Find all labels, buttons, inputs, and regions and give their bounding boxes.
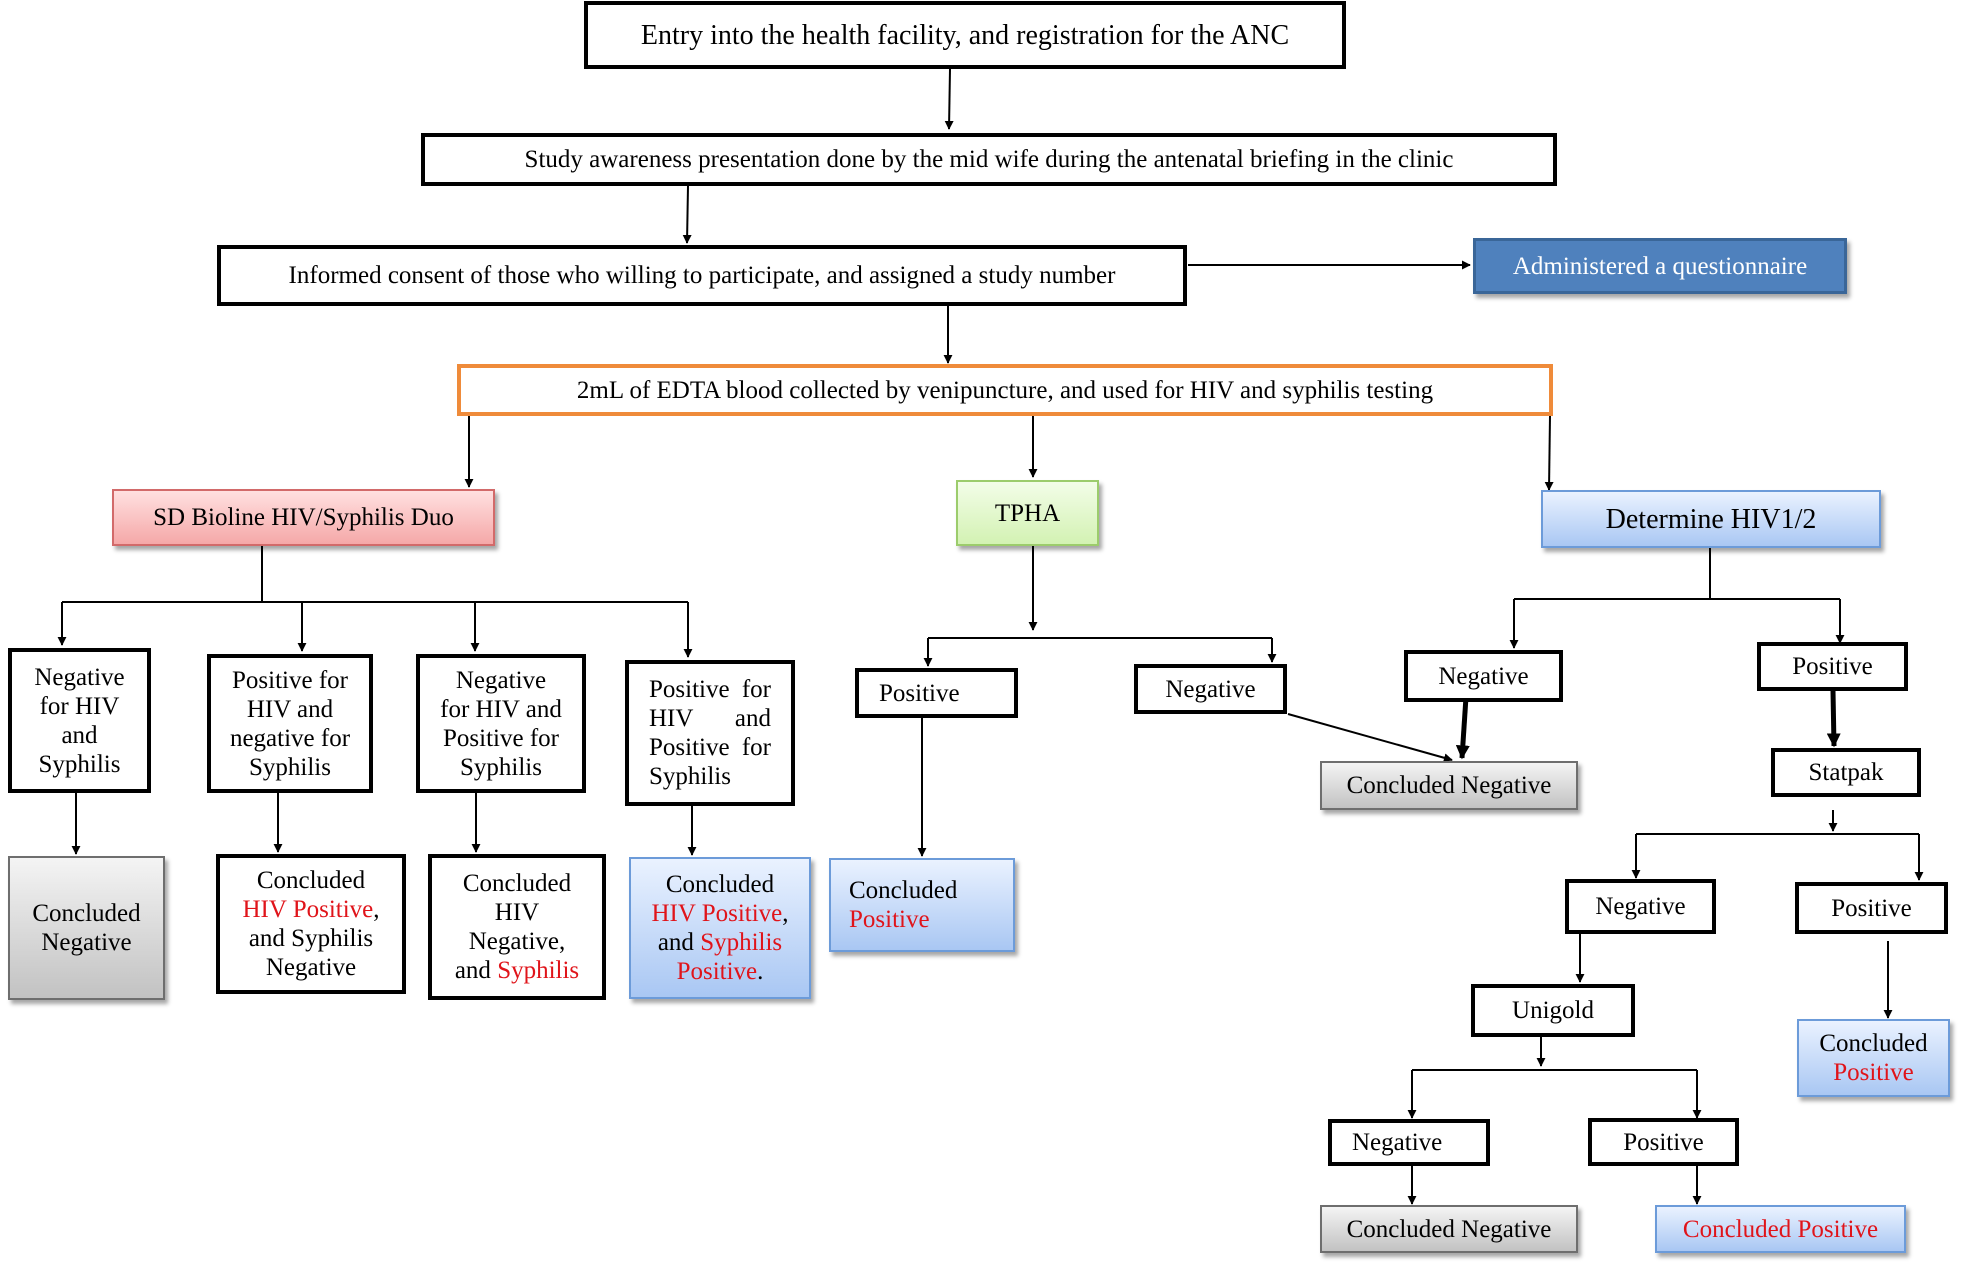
result-line: Syphilis <box>460 753 542 781</box>
conclusion-line: Concluded <box>665 871 775 898</box>
bioline-result-pos-pos: Positive for HIV and Positive for Syphil… <box>625 660 795 806</box>
result-line: HIV and <box>649 705 771 732</box>
blood-collection-step: 2mL of EDTA blood collected by venipunct… <box>457 364 1553 416</box>
conclusion-line: HIV <box>494 899 540 926</box>
highlight-text: HIV Positive <box>651 900 783 927</box>
tpha-negative: Negative <box>1134 664 1287 714</box>
consent-step: Informed consent of those who willing to… <box>217 245 1187 306</box>
conclusion-line: Negative <box>265 954 357 981</box>
statpak-concluded-positive: Concluded Positive <box>1797 1019 1950 1097</box>
unigold-concluded-positive: Concluded Positive <box>1655 1205 1906 1253</box>
punctuation: . <box>757 958 764 985</box>
unigold-positive: Positive <box>1588 1118 1739 1166</box>
conclusion-line: Concluded <box>32 900 141 927</box>
conclusion-line: HIV Positive, <box>651 899 788 928</box>
punctuation: , <box>373 896 380 923</box>
conclusion-line: Concluded <box>462 870 572 897</box>
bioline-result-neg-neg: Negative for HIV and Syphilis <box>8 648 151 793</box>
result-line: Syphilis <box>649 763 731 790</box>
highlight-text: Positive <box>849 906 930 933</box>
statpak-negative: Negative <box>1565 879 1716 934</box>
result-line: Syphilis <box>38 750 121 778</box>
highlight-text: Syphilis <box>497 957 580 984</box>
result-line: Positive for <box>443 724 559 752</box>
result-line: for HIV <box>39 692 120 720</box>
determine-box: Determine HIV1/2 <box>1541 490 1881 548</box>
tpha-positive: Positive <box>855 668 1018 718</box>
result-line: for HIV and <box>440 695 562 723</box>
conclusion-line: Concluded <box>1819 1030 1928 1057</box>
conclusion-line: Positive. <box>677 957 764 986</box>
result-line: Positive for <box>649 676 771 703</box>
unigold-box: Unigold <box>1471 984 1635 1037</box>
result-line: HIV and <box>246 695 334 723</box>
awareness-step: Study awareness presentation done by the… <box>421 133 1557 186</box>
result-line: Positive for <box>649 734 771 761</box>
tpha-box: TPHA <box>956 480 1099 546</box>
conclusion-line: HIV Positive, <box>242 895 379 924</box>
questionnaire-box: Administered a questionnaire <box>1473 238 1847 294</box>
result-line: Negative <box>455 666 547 694</box>
highlight-text: HIV Positive <box>242 896 374 923</box>
plain-text: and <box>657 929 701 956</box>
statpak-box: Statpak <box>1771 748 1921 797</box>
determine-concluded-negative: Concluded Negative <box>1320 761 1578 810</box>
punctuation: , <box>782 900 789 927</box>
entry-step: Entry into the health facility, and regi… <box>584 1 1346 69</box>
conclusion-line: Concluded <box>849 877 958 904</box>
highlight-text: Syphilis <box>700 929 783 956</box>
statpak-positive: Positive <box>1795 882 1948 934</box>
conclusion-line: and Syphilis <box>248 925 374 952</box>
bioline-result-pos-neg: Positive for HIV and negative for Syphil… <box>207 654 373 793</box>
conclusion-line: and Syphilis <box>455 956 579 985</box>
conclusion-line: Negative <box>41 929 132 956</box>
bioline-concluded-syphilis-positive: Concluded HIV Negative, and Syphilis <box>428 854 606 1000</box>
unigold-negative: Negative <box>1328 1119 1490 1166</box>
determine-positive: Positive <box>1757 642 1908 691</box>
plain-text: and <box>454 957 498 984</box>
bioline-concluded-hiv-positive: Concluded HIV Positive, and Syphilis Neg… <box>216 854 406 994</box>
determine-negative: Negative <box>1404 650 1563 702</box>
tpha-concluded-positive: Concluded Positive <box>829 858 1015 952</box>
result-line: Syphilis <box>249 753 331 781</box>
result-line: Positive for <box>232 666 348 694</box>
result-line: and <box>61 721 98 749</box>
highlight-text: Positive <box>1833 1059 1914 1086</box>
bioline-result-neg-pos: Negative for HIV and Positive for Syphil… <box>416 654 586 793</box>
conclusion-line: and Syphilis <box>658 928 782 957</box>
result-line: Negative <box>34 663 125 691</box>
highlight-text: Positive <box>676 958 758 985</box>
result-line: negative for <box>229 724 351 752</box>
bioline-concluded-both-positive: Concluded HIV Positive, and Syphilis Pos… <box>629 857 811 999</box>
conclusion-line: Negative, <box>468 928 566 955</box>
unigold-concluded-negative: Concluded Negative <box>1320 1205 1578 1253</box>
conclusion-line: Concluded <box>256 867 366 894</box>
bioline-concluded-negative: Concluded Negative <box>8 856 165 1000</box>
sd-bioline-box: SD Bioline HIV/Syphilis Duo <box>112 489 495 546</box>
